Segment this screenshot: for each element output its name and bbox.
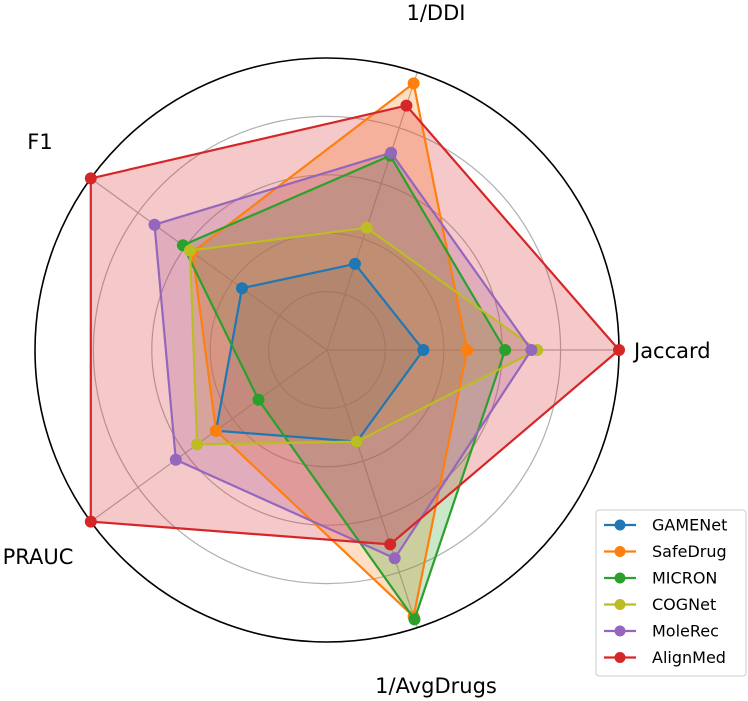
axis-label-prauc: PRAUC bbox=[3, 545, 74, 569]
point-micron-5 bbox=[408, 613, 421, 626]
series-line-cognet bbox=[188, 226, 539, 446]
point-alignmed-3 bbox=[84, 172, 97, 185]
series-area-alignmed bbox=[90, 105, 620, 545]
point-alignmed-4 bbox=[84, 515, 97, 528]
point-molerec-4 bbox=[169, 453, 182, 466]
point-molerec-2 bbox=[385, 146, 398, 159]
series-line-molerec bbox=[153, 151, 533, 560]
grid-spoke-4 bbox=[90, 349, 328, 523]
point-micron-1 bbox=[499, 344, 512, 356]
legend-marker-micron bbox=[614, 572, 626, 584]
radar-series bbox=[84, 77, 625, 626]
axis-label-f1: F1 bbox=[27, 130, 52, 154]
legend-marker-molerec bbox=[614, 625, 626, 637]
point-safedrug-1 bbox=[461, 344, 474, 356]
series-area-cognet bbox=[190, 227, 538, 445]
point-safedrug-4 bbox=[210, 424, 222, 437]
point-gamenet-2 bbox=[349, 257, 361, 270]
point-alignmed-2 bbox=[400, 99, 413, 112]
legend-marker-cognet bbox=[614, 599, 626, 610]
legend-marker-gamenet bbox=[614, 519, 626, 531]
legend-marker-alignmed bbox=[614, 652, 626, 663]
point-molerec-3 bbox=[148, 218, 161, 231]
series-line-gamenet bbox=[214, 262, 425, 443]
series-line-alignmed bbox=[89, 104, 621, 546]
point-cognet-2 bbox=[360, 221, 373, 234]
legend-marker-safedrug bbox=[614, 546, 626, 557]
series-area-safedrug bbox=[192, 83, 468, 617]
legend-label-alignmed: AlignMed bbox=[652, 648, 726, 667]
point-cognet-5 bbox=[350, 435, 363, 448]
series-area-gamenet bbox=[216, 263, 424, 442]
legend-label-micron: MICRON bbox=[652, 569, 717, 588]
point-molerec-5 bbox=[388, 552, 401, 565]
legend-label-safedrug: SafeDrug bbox=[652, 542, 727, 561]
point-gamenet-3 bbox=[236, 282, 248, 295]
axis-label-jaccard: Jaccard bbox=[632, 339, 711, 363]
grid-spoke-3 bbox=[90, 177, 328, 351]
legend-label-cognet: COGNet bbox=[652, 595, 716, 614]
point-safedrug-2 bbox=[407, 77, 420, 90]
series-area-molerec bbox=[154, 152, 532, 559]
grid-spoke-5 bbox=[326, 349, 418, 628]
axis-label-1-avgdrugs: 1/AvgDrugs bbox=[375, 674, 497, 698]
point-micron-4 bbox=[252, 393, 265, 406]
point-cognet-4 bbox=[191, 438, 204, 451]
grid-spoke-2 bbox=[326, 72, 418, 351]
point-cognet-3 bbox=[184, 244, 196, 257]
point-alignmed-1 bbox=[613, 344, 625, 356]
series-line-safedrug bbox=[191, 82, 469, 618]
point-alignmed-5 bbox=[384, 538, 397, 551]
point-gamenet-1 bbox=[417, 344, 430, 356]
point-molerec-1 bbox=[525, 344, 538, 356]
series-line-micron bbox=[181, 154, 507, 621]
legend-label-gamenet: GAMENet bbox=[652, 516, 727, 535]
series-area-micron bbox=[182, 155, 506, 620]
legend-label-molerec: MoleRec bbox=[652, 622, 719, 641]
axis-label-1-ddi: 1/DDI bbox=[407, 1, 466, 25]
